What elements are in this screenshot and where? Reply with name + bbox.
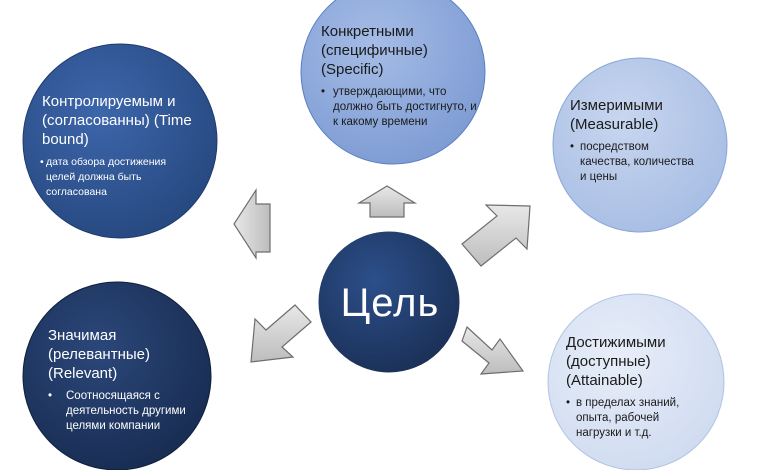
node-specific: Конкретными (специфичные) (Specific) утв… — [321, 22, 479, 130]
node-specific-title: Конкретными (специфичные) (Specific) — [321, 23, 428, 78]
arrow-down-left-icon — [250, 304, 312, 363]
arrow-up-left-icon — [233, 187, 271, 261]
node-measurable-title: Измеримыми (Measurable) — [570, 97, 663, 133]
node-timebound: Контролируемым и (согласованны) (Time bo… — [40, 92, 200, 200]
node-attainable-bullet: в пределах знаний, опыта, рабочей нагруз… — [566, 396, 704, 441]
node-attainable: Достижимыми (доступные) (Attainable) в п… — [566, 333, 711, 441]
arrow-up-right-icon — [461, 204, 531, 267]
node-relevant-title: Значимая (релевантные) (Relevant) — [48, 327, 150, 382]
node-specific-bullet: утверждающими, что должно быть достигнут… — [321, 85, 479, 130]
arrow-up-icon — [356, 185, 418, 218]
node-measurable-bullet: посредством качества, количества и цены — [570, 140, 698, 185]
node-measurable: Измеримыми (Measurable) посредством каче… — [570, 96, 710, 185]
node-relevant: Значимая (релевантные) (Relevant) Соотно… — [48, 326, 188, 434]
node-attainable-title: Достижимыми (доступные) (Attainable) — [566, 334, 666, 389]
node-timebound-bullet: дата обзора достижения целей должна быть… — [40, 155, 186, 200]
center-circle — [315, 228, 463, 376]
arrow-down-right-icon — [461, 325, 525, 375]
node-timebound-title: Контролируемым и (согласованны) (Time bo… — [42, 93, 192, 148]
center-goal-label: Цель — [340, 280, 440, 325]
node-relevant-bullet: Соотносящаяся с деятельность другими цел… — [48, 389, 188, 434]
